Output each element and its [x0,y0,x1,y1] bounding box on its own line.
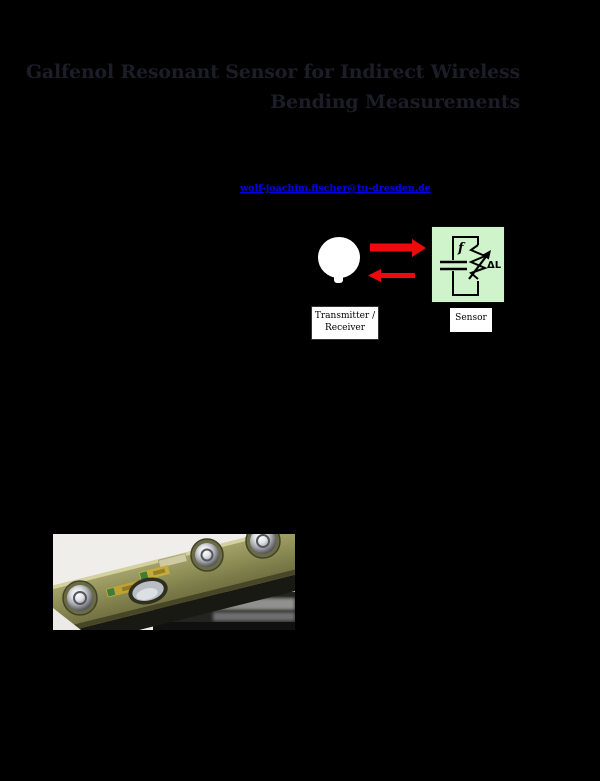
sensor-label: Sensor [450,308,492,332]
return-signal-arrow-icon [368,269,415,282]
resonant-circuit-icon: f ΔL [440,236,502,296]
email-link[interactable]: wolf-joachim.fischer@tu-dresden.de [240,183,431,194]
delta-l-symbol: ΔL [487,260,502,271]
transmitter-coil-icon [318,237,360,283]
paper-title-line-1: Galfenol Resonant Sensor for Indirect Wi… [25,61,520,83]
transmitter-label-line-1: Transmitter / [314,311,376,321]
transmitter-label: Transmitter / Receiver [311,306,379,340]
sensor-circuit-box: f ΔL [431,226,505,303]
frequency-symbol: f [457,241,466,256]
transmitter-label-line-2: Receiver [324,322,366,333]
coil-tab [334,274,343,283]
forward-signal-arrow-icon [370,239,426,257]
paper-title-line-2: Bending Measurements [270,91,520,113]
osteosynthesis-plate-photo [53,534,295,630]
